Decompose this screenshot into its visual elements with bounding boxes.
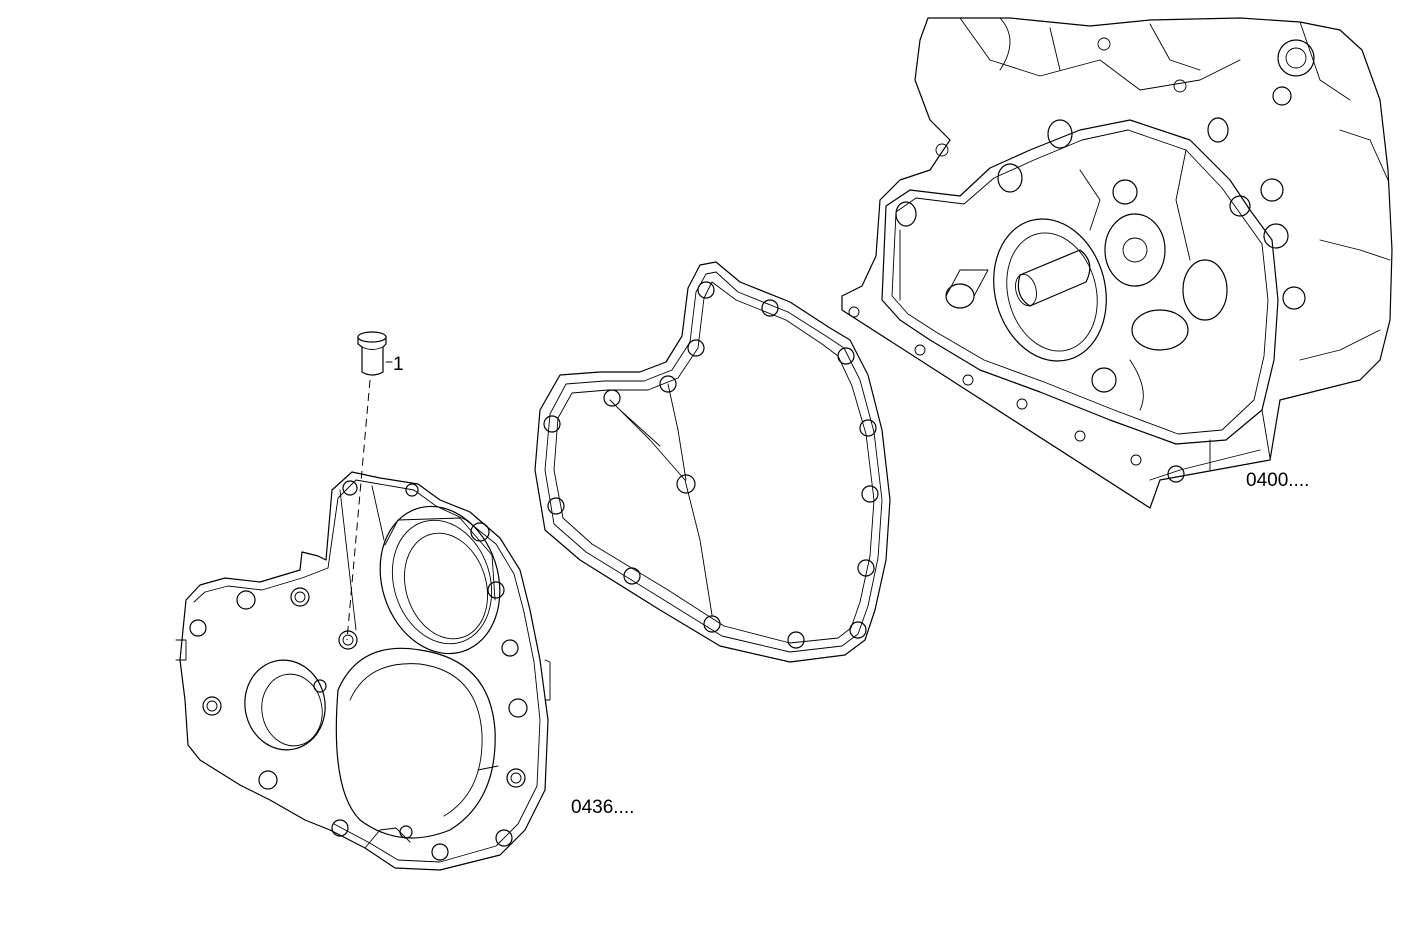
part-number-label: 1	[393, 354, 404, 375]
front-timing-cover[interactable]	[175, 471, 551, 871]
assembly-alignment-line	[346, 379, 371, 641]
block-reference-label: 0400....	[1246, 470, 1310, 491]
timing-cover-gasket[interactable]	[534, 261, 891, 663]
part-1-plug[interactable]	[357, 331, 387, 376]
engine-block[interactable]	[841, 17, 1393, 509]
cover-reference-label: 0436....	[571, 797, 635, 818]
